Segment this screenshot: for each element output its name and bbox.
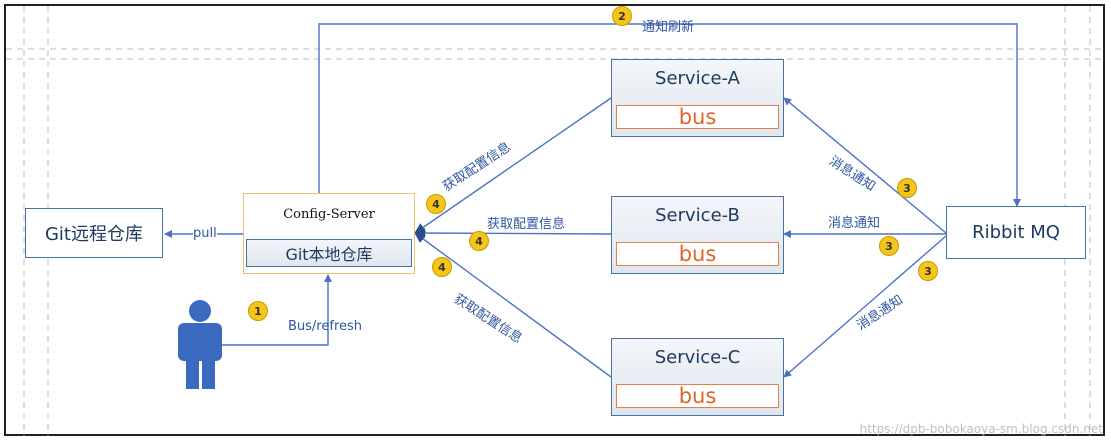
service-b-title: Service-B [655, 205, 740, 226]
git-local-box: Git本地仓库 [246, 239, 412, 267]
service-c-box: Service-C bus [611, 338, 784, 416]
step-badge-2: 2 [612, 6, 632, 26]
get-config-label-b: 获取配置信息 [487, 217, 566, 232]
outer-frame [4, 4, 1105, 436]
rabbit-mq-box: Ribbit MQ [946, 206, 1086, 259]
notify-refresh-line [318, 23, 1021, 207]
service-c-to-config-line [414, 232, 612, 378]
notify-refresh-label: 通知刷新 [642, 20, 695, 35]
service-c-bus: bus [616, 384, 779, 408]
git-remote-label: Git远程仓库 [44, 224, 143, 245]
service-b-to-config-line [414, 228, 612, 239]
step-badge-1: 1 [248, 301, 268, 321]
service-a-to-config-line [414, 97, 612, 234]
service-b-bus: bus [616, 242, 779, 266]
bus-refresh-label: Bus/refresh [288, 319, 363, 334]
user-figure [178, 300, 222, 389]
watermark: https://dpb-bobokaoya-sm.blog.csdn.net [859, 422, 1103, 436]
rabbit-to-service-a-line [783, 97, 947, 234]
rabbit-mq-label: Ribbit MQ [972, 222, 1060, 243]
pull-label: pull [193, 226, 217, 241]
service-a-box: Service-A bus [611, 59, 784, 137]
config-server-title: Config-Server [283, 207, 375, 222]
step-badge-3-a: 3 [897, 178, 917, 198]
bus-refresh-line [222, 274, 332, 346]
step-badge-4-b: 4 [469, 231, 489, 251]
config-server-box: Config-Server Git本地仓库 [243, 193, 415, 274]
msg-notify-label-b: 消息通知 [828, 216, 881, 231]
step-badge-4-a: 4 [426, 194, 446, 214]
rabbit-to-service-c-line [783, 235, 947, 378]
service-a-title: Service-A [655, 68, 740, 89]
git-local-label: Git本地仓库 [285, 245, 373, 264]
step-badge-3-b: 3 [879, 236, 899, 256]
step-badge-3-c: 3 [918, 261, 938, 281]
step-badge-4-c: 4 [432, 257, 452, 277]
service-c-title: Service-C [654, 347, 741, 368]
service-a-bus: bus [616, 105, 779, 129]
service-b-box: Service-B bus [611, 196, 784, 274]
git-remote-box: Git远程仓库 [25, 208, 163, 258]
